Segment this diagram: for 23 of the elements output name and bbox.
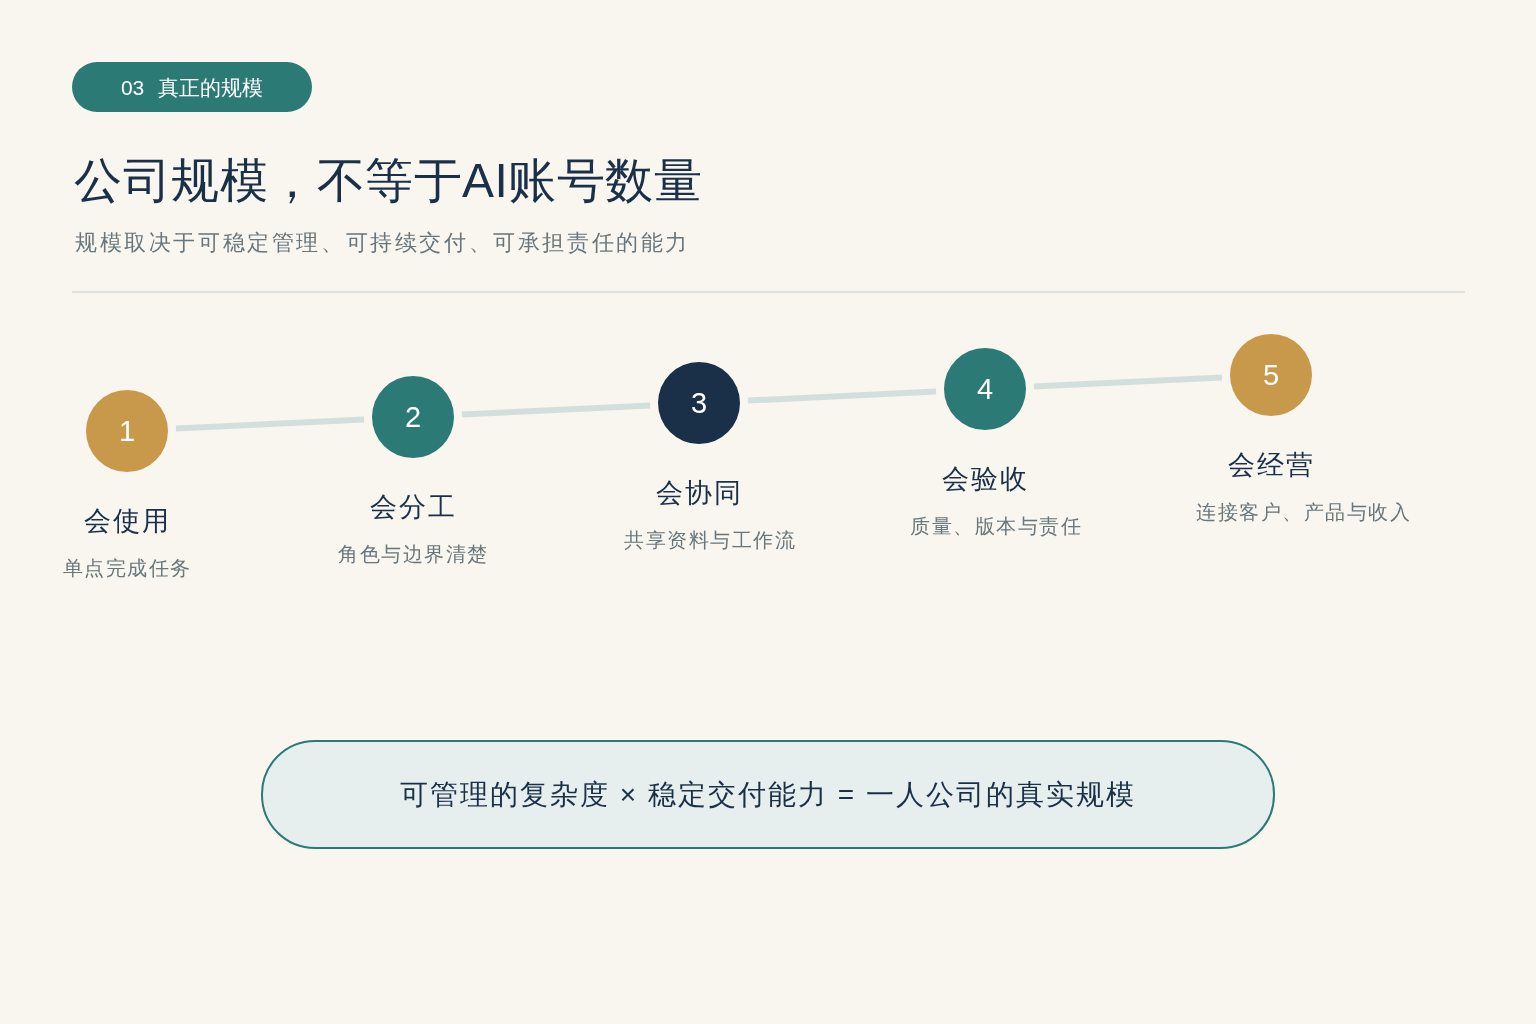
step-title: 会验收	[941, 465, 1029, 493]
step-circle: 5	[1230, 334, 1312, 416]
step-circle: 4	[944, 348, 1026, 430]
connector-line	[1033, 374, 1223, 390]
subtitle: 规模取决于可稳定管理、可持续交付、可承担责任的能力	[75, 232, 690, 254]
connector-line	[461, 402, 651, 418]
step-circle: 3	[658, 362, 740, 444]
step-description: 质量、版本与责任	[910, 516, 1082, 536]
step-circle: 1	[86, 390, 168, 472]
section-tag: 03 真正的规模	[72, 62, 312, 112]
connector-line	[747, 388, 937, 404]
step-title: 会分工	[369, 493, 457, 521]
step-circle: 2	[372, 376, 454, 458]
step-description: 单点完成任务	[62, 558, 192, 578]
formula-box: 可管理的复杂度 × 稳定交付能力 = 一人公司的真实规模	[261, 740, 1275, 849]
step-description: 连接客户、产品与收入	[1196, 502, 1411, 522]
step-title: 会协同	[655, 479, 743, 507]
step-description: 角色与边界清楚	[338, 544, 489, 564]
step-description: 共享资料与工作流	[624, 530, 796, 550]
connector-line	[175, 416, 365, 432]
step-title: 会经营	[1227, 451, 1315, 479]
page-title: 公司规模，不等于AI账号数量	[74, 157, 703, 205]
step-title: 会使用	[83, 507, 171, 535]
